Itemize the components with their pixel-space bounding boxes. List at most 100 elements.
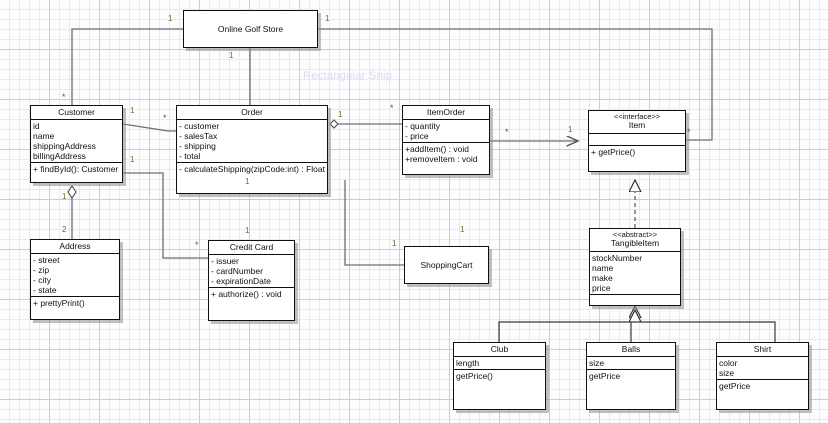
- edge-generalization-bus: [498, 321, 776, 342]
- multiplicity-label: 1: [460, 225, 465, 234]
- attribute-row: price: [592, 282, 611, 293]
- attribute-row: color: [719, 358, 738, 369]
- class-methods-tangibleitem: [590, 295, 680, 297]
- attribute-row: - zip: [33, 265, 50, 276]
- class-box-order[interactable]: Order - customer- salesTax- shipping- tot…: [176, 105, 328, 194]
- class-attributes-order: - customer- salesTax- shipping- total: [177, 120, 327, 164]
- attribute-row: id: [33, 121, 40, 132]
- class-name-shirt: Shirt: [753, 344, 772, 354]
- attribute-row: length: [456, 358, 480, 369]
- multiplicity-label: 1: [245, 226, 250, 235]
- class-title-customer: Customer: [31, 106, 122, 121]
- class-title-tangibleitem: <<abstract>>TangibleItem: [590, 229, 680, 252]
- class-name-balls: Balls: [621, 344, 641, 354]
- multiplicity-label: *: [163, 113, 167, 123]
- diamond-order-itemorder: [329, 119, 339, 129]
- attribute-row: - state: [33, 285, 57, 296]
- attribute-row: name: [33, 131, 55, 142]
- class-box-itemorder[interactable]: ItemOrder- quantity- price+addItem() : v…: [402, 105, 490, 175]
- class-attributes-club: length: [454, 357, 545, 371]
- class-box-balls[interactable]: Balls size getPrice: [586, 342, 676, 410]
- attribute-row: - street: [33, 255, 60, 266]
- class-title-shirt: Shirt: [717, 343, 808, 358]
- method-row: + findById(): Customer: [33, 164, 119, 175]
- class-methods-shirt: getPrice: [717, 380, 808, 392]
- attribute-row: - expirationDate: [211, 276, 272, 287]
- multiplicity-label: *: [390, 103, 394, 113]
- class-stereotype-tangibleitem: <<abstract>>: [612, 230, 658, 239]
- multiplicity-label: 1: [130, 106, 135, 115]
- multiplicity-label: *: [687, 127, 691, 137]
- class-attributes-credit-card: - issuer- cardNumber- expirationDate: [209, 255, 294, 289]
- class-title-club: Club: [454, 343, 545, 358]
- class-title-credit-card: Credit Card: [209, 241, 294, 256]
- edge-store-item: [318, 28, 713, 141]
- attribute-row: name: [592, 262, 614, 273]
- class-name-order: Order: [241, 107, 263, 117]
- class-methods-itemorder: +addItem() : void+removeItem : void: [403, 143, 489, 165]
- edge-customer-creditcard: [123, 172, 208, 259]
- attribute-row: - customer: [179, 121, 220, 132]
- class-title-address: Address: [31, 240, 119, 255]
- class-box-address[interactable]: Address- street- zip- city- state+ prett…: [30, 239, 120, 320]
- attribute-row: shippingAddress: [33, 141, 96, 152]
- class-methods-address: + prettyPrint(): [31, 297, 119, 309]
- attribute-row: - shipping: [179, 141, 216, 152]
- class-title-balls: Balls: [587, 343, 675, 358]
- multiplicity-label: *: [505, 127, 509, 137]
- class-methods-item: + getPrice(): [589, 146, 685, 158]
- multiplicity-label: 2: [62, 225, 67, 234]
- method-row: + prettyPrint(): [33, 298, 85, 309]
- class-name-customer: Customer: [58, 107, 95, 117]
- edge-customer-order: [122, 123, 176, 132]
- method-row: getPrice: [589, 371, 621, 382]
- multiplicity-label: 1: [62, 192, 67, 201]
- multiplicity-label: 1: [325, 14, 330, 23]
- attribute-row: make: [592, 272, 613, 283]
- attribute-row: - quantity: [405, 121, 440, 132]
- class-title-order: Order: [177, 106, 327, 121]
- class-box-online-golf-store[interactable]: Online Golf Store: [183, 10, 318, 48]
- multiplicity-label: 1: [245, 177, 250, 186]
- attribute-row: size: [719, 368, 735, 379]
- diamond-customer-address: [67, 185, 77, 199]
- class-methods-balls: getPrice: [587, 370, 675, 382]
- multiplicity-label: *: [195, 240, 199, 250]
- class-methods-club: getPrice(): [454, 370, 545, 382]
- attribute-row: billingAddress: [33, 151, 86, 162]
- class-title-itemorder: ItemOrder: [403, 106, 489, 121]
- multiplicity-label: *: [62, 92, 66, 102]
- class-name-address: Address: [59, 241, 91, 251]
- watermark-label: Rectangular Snip: [303, 70, 393, 82]
- class-attributes-balls: size: [587, 357, 675, 371]
- class-name-club: Club: [490, 344, 509, 354]
- attribute-row: stockNumber: [592, 252, 643, 263]
- method-row: + authorize() : void: [211, 289, 282, 300]
- class-methods-customer: + findById(): Customer: [31, 163, 122, 175]
- attribute-row: size: [589, 358, 605, 369]
- class-name-item: Item: [628, 120, 646, 131]
- method-row: - calculateShipping(zipCode:int) : Float: [179, 164, 325, 175]
- class-name-tangibleitem: TangibleItem: [610, 238, 660, 249]
- class-box-item[interactable]: <<interface>>Item+ getPrice(): [588, 110, 686, 172]
- class-attributes-address: - street- zip- city- state: [31, 254, 119, 298]
- class-methods-credit-card: + authorize() : void: [209, 288, 294, 300]
- attribute-row: - cardNumber: [211, 266, 263, 277]
- method-row: getPrice: [719, 381, 751, 392]
- multiplicity-label: 1: [168, 14, 173, 23]
- class-box-shoppingcart[interactable]: ShoppingCart: [404, 246, 489, 284]
- method-row: + getPrice(): [591, 146, 636, 157]
- class-name-credit-card: Credit Card: [229, 242, 274, 252]
- class-box-credit-card[interactable]: Credit Card - issuer- cardNumber- expirat…: [208, 240, 295, 321]
- class-name-shoppingcart: ShoppingCart: [420, 260, 473, 270]
- multiplicity-label: 1: [229, 51, 234, 60]
- attribute-row: - city: [33, 275, 51, 286]
